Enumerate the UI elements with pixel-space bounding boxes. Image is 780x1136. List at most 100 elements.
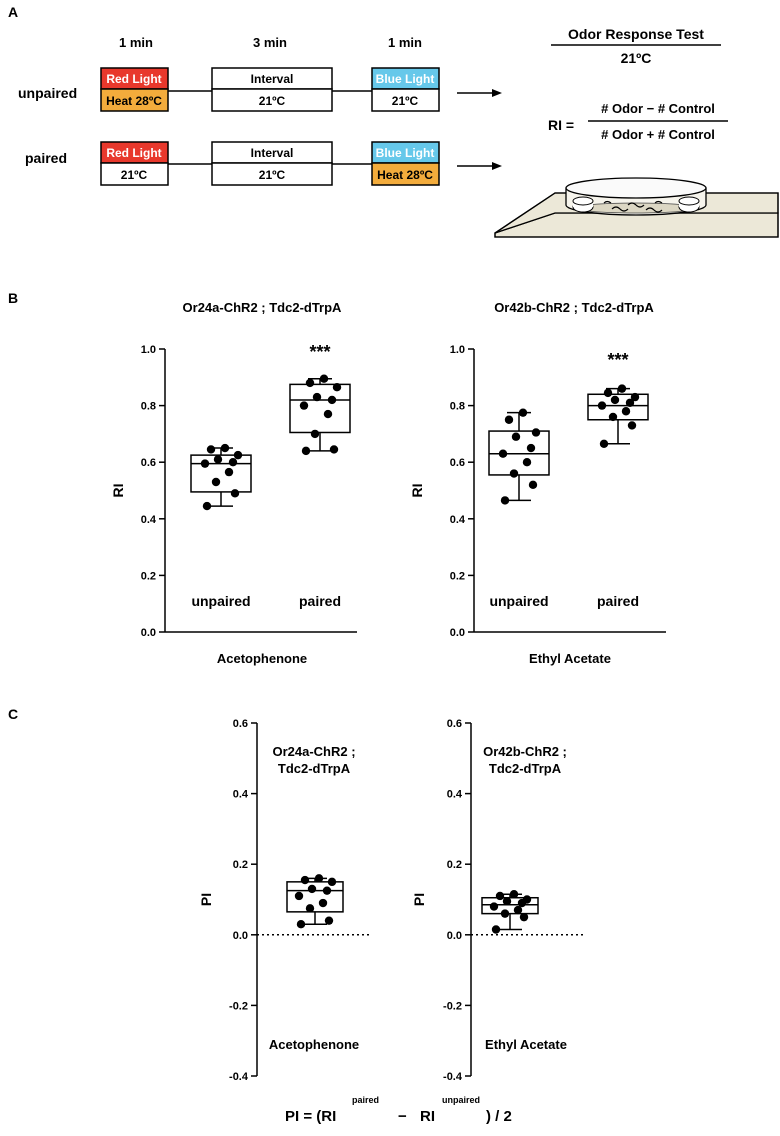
data-point [513, 905, 523, 915]
data-point [230, 489, 240, 498]
interval-label: Interval [251, 146, 294, 160]
data-point [296, 920, 306, 929]
data-point [224, 467, 234, 477]
heat-box [100, 88, 169, 112]
test-temp: 21ºC [621, 50, 652, 66]
data-point [621, 407, 631, 416]
interval-sub-label: 21ºC [259, 94, 286, 108]
significance-marker: *** [607, 350, 628, 370]
data-point [630, 392, 640, 402]
panel-a-label: A [8, 4, 18, 20]
data-point [504, 415, 514, 424]
blue-sub-label: Heat 28ºC [377, 168, 433, 182]
petri-dish-stage-icon [494, 177, 779, 238]
pi-chart-acetophenone: Or24a-ChR2 ;Tdc2-dTrpA-0.4-0.20.00.20.40… [198, 718, 370, 1083]
box-group [481, 890, 539, 934]
box-group [488, 408, 550, 505]
data-point [211, 477, 221, 487]
data-point [509, 890, 519, 899]
category-label: paired [299, 593, 341, 609]
chart-title-line: Tdc2-dTrpA [278, 761, 351, 776]
data-point [522, 458, 532, 467]
box-group [286, 874, 344, 929]
pi-formula: PI = (RI paired − RI unpaired ) / 2 [285, 1095, 512, 1125]
y-tick-label: -0.2 [443, 1000, 462, 1012]
arrow-icon [457, 162, 502, 170]
data-point [531, 428, 541, 437]
protocol-row-unpaired: unpaired Red Light Heat 28ºC Interval 21… [18, 67, 440, 112]
box-group [289, 374, 351, 456]
y-tick-label: 1.0 [450, 344, 465, 356]
y-tick-label: 0.6 [141, 457, 156, 469]
y-tick-label: 0.2 [450, 570, 465, 582]
category-label: unpaired [191, 593, 250, 609]
data-point [498, 449, 508, 458]
y-tick-label: -0.4 [229, 1071, 249, 1083]
y-axis-label: PI [198, 893, 214, 906]
data-point [489, 902, 499, 911]
data-point [608, 412, 618, 422]
chart-title-line: Or42b-ChR2 ; [483, 744, 567, 759]
data-point [299, 401, 309, 410]
data-point [509, 469, 519, 478]
panel-c-label: C [8, 706, 18, 722]
y-tick-label: 1.0 [141, 344, 156, 356]
chart-title: Or24a-ChR2 ;Tdc2-dTrpA [272, 744, 355, 776]
red-light-label: Red Light [106, 146, 161, 160]
ri-formula-lhs: RI = [548, 117, 574, 133]
data-point [500, 496, 510, 505]
category-label: paired [597, 593, 639, 609]
data-point [228, 458, 238, 467]
pi-formula-minus: − [398, 1108, 407, 1125]
chart-title: Or42b-ChR2 ; Tdc2-dTrpA [494, 300, 654, 315]
y-tick-label: 0.8 [450, 401, 465, 413]
data-point [310, 429, 320, 439]
odor-label: Acetophenone [269, 1037, 359, 1052]
data-point [312, 392, 322, 402]
ri-formula-numerator: # Odor − # Control [601, 101, 715, 116]
box-group [190, 443, 252, 511]
pi-formula-sup-paired: paired [352, 1095, 379, 1105]
data-point [323, 409, 333, 419]
data-point [206, 445, 216, 454]
pi-formula-tail: ) / 2 [486, 1108, 512, 1125]
data-point [526, 443, 536, 453]
y-tick-label: -0.2 [229, 1000, 248, 1012]
duration-blue: 1 min [388, 35, 422, 50]
ri-chart-acetophenone: Or24a-ChR2 ; Tdc2-dTrpA0.00.20.40.60.81.… [110, 300, 357, 666]
y-tick-label: -0.4 [443, 1071, 463, 1083]
data-point [597, 401, 607, 410]
data-point [294, 891, 304, 901]
data-point [627, 421, 637, 430]
y-tick-label: 0.2 [141, 570, 156, 582]
y-axis-label: RI [409, 484, 425, 498]
data-point [300, 875, 310, 885]
data-point [327, 877, 337, 887]
duration-red: 1 min [119, 35, 153, 50]
y-tick-label: 0.2 [447, 859, 462, 871]
data-point [528, 480, 538, 490]
data-point [500, 909, 510, 918]
blue-sub-label: 21ºC [392, 94, 419, 108]
pi-formula-sup-unpaired: unpaired [442, 1095, 480, 1105]
data-point [305, 378, 315, 388]
row-label-unpaired: unpaired [18, 85, 77, 101]
data-point [332, 383, 342, 392]
y-tick-label: 0.4 [450, 514, 466, 526]
box [289, 383, 351, 434]
ri-chart-ethyl-acetate: Or42b-ChR2 ; Tdc2-dTrpA0.00.20.40.60.81.… [409, 300, 666, 666]
y-tick-label: 0.4 [447, 789, 463, 801]
data-point [318, 898, 328, 908]
data-point [324, 916, 334, 925]
pi-chart-ethyl-acetate: Or42b-ChR2 ;Tdc2-dTrpA-0.4-0.20.00.20.40… [411, 718, 586, 1083]
data-point [518, 408, 528, 417]
y-tick-label: 0.6 [450, 457, 465, 469]
category-label: unpaired [489, 593, 548, 609]
y-tick-label: 0.0 [141, 627, 156, 639]
row-label-paired: paired [25, 150, 67, 166]
data-point [200, 459, 210, 468]
data-point [220, 443, 230, 453]
odor-label: Ethyl Acetate [529, 651, 611, 666]
y-axis-label: RI [110, 484, 126, 498]
y-tick-label: 0.2 [233, 859, 248, 871]
